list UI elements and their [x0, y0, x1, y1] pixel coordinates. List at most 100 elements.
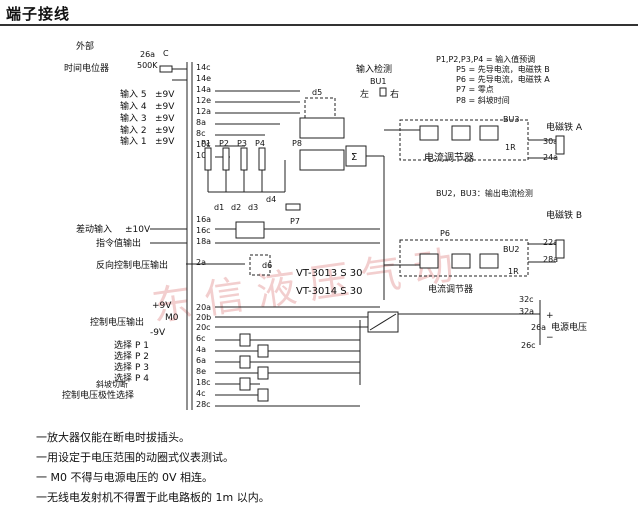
- wiring-diagram: 东 信 液 压 气 动 外部 时间电位器 26a 500K C 14c 14e …: [62, 40, 587, 410]
- regulator-b-box: [399, 239, 529, 277]
- term-26c: 26c: [521, 341, 536, 350]
- diff-input-label: 差动输入: [76, 223, 112, 235]
- bu23-label: BU2，BU3：输出电流检测: [436, 188, 533, 198]
- left-terminals: 14c 14e 14a 12e 12a 8a 8c 10c 10a 16a 16…: [196, 63, 211, 409]
- input-2-label: 输入 2: [120, 124, 147, 136]
- input-3-label: 输入 3: [120, 112, 147, 124]
- model-vt3013: VT-3013 S 30: [296, 268, 363, 279]
- input-pots: P1 P2 P3 P4 d1 d2 d3 d4: [201, 139, 276, 212]
- term-26a: 26a: [531, 323, 546, 332]
- feedback-label: 反向控制电压输出: [96, 259, 168, 271]
- input-detect-label: 输入检测: [356, 63, 392, 75]
- model-vt3014: VT-3014 S 30: [296, 286, 363, 297]
- term-8a: 8a: [196, 118, 206, 127]
- select-2-p: P 2: [135, 352, 149, 362]
- p1-label: P1: [201, 139, 211, 148]
- ext-pot-resistor: [159, 65, 173, 73]
- pot-p3: [240, 147, 248, 171]
- term-28a: 28a: [543, 255, 558, 264]
- input-4-label: 输入 4: [120, 100, 147, 112]
- coil-d3: [239, 355, 251, 369]
- term-16c: 16c: [196, 226, 211, 235]
- term-6c: 6c: [196, 334, 206, 343]
- notes: 一放大器仅能在断电时拔插头。 一用设定于电压范围的动圈式仪表测试。 一 M0 不…: [36, 428, 270, 508]
- legend-5: P8 = 斜坡时间: [456, 95, 510, 105]
- p8-label: P8: [292, 139, 302, 148]
- coil-magnet-a: [555, 135, 565, 155]
- p6-label: P6: [440, 229, 450, 238]
- ramp-block-1: [299, 117, 345, 139]
- reg-b-amp: [419, 253, 439, 269]
- term-22a: 22a: [543, 238, 558, 247]
- r-label-b: 1R: [508, 267, 519, 276]
- note-2: 一用设定于电压范围的动圈式仪表测试。: [36, 451, 234, 464]
- term-18a: 18a: [196, 237, 211, 246]
- bu1-label: BU1: [370, 77, 386, 86]
- term-32c: 32c: [519, 295, 534, 304]
- ramp-cut-label: 斜坡切断: [96, 379, 128, 389]
- d6-label: d6: [262, 261, 272, 270]
- d3-label: d3: [248, 203, 258, 212]
- p7-label: P7: [290, 217, 300, 226]
- reg-a-driver: [479, 125, 499, 141]
- input-4-volt: ±9V: [155, 102, 175, 112]
- p2-label: P2: [219, 139, 229, 148]
- supply-plus: +9V: [152, 301, 172, 311]
- select-4-label: 选择: [114, 372, 132, 384]
- d2-label: d2: [231, 203, 241, 212]
- reg-a-integrator: [451, 125, 471, 141]
- term-10a: 10a: [196, 151, 211, 160]
- term-20b: 20b: [196, 313, 211, 322]
- bu3-label: BU3: [503, 115, 519, 124]
- supply-voltage-label: 电源电压: [551, 321, 587, 333]
- reg-b-driver: [479, 253, 499, 269]
- note-3: 一 M0 不得与电源电压的 0V 相连。: [36, 471, 213, 484]
- select-3-p: P 3: [135, 363, 149, 373]
- diff-amp: [235, 221, 265, 239]
- p3-label: P3: [237, 139, 247, 148]
- term-30a: 30a: [543, 137, 558, 146]
- page-title: 端子接线: [6, 5, 71, 23]
- bu2-label: BU2: [503, 245, 519, 254]
- polarity-label: 控制电压极性选择: [62, 389, 134, 401]
- pot-p2: [222, 147, 230, 171]
- magnet-a-label: 电磁铁 A: [546, 121, 583, 133]
- page-header: 端子接线: [0, 0, 638, 26]
- term-8e: 8e: [196, 367, 206, 376]
- note-1: 一放大器仅能在断电时拔插头。: [36, 431, 190, 444]
- sigma-icon: Σ: [351, 152, 357, 163]
- legend-4: P7 = 零点: [456, 85, 494, 94]
- input-5-label: 输入 5: [120, 88, 147, 100]
- legend-1: P1,P2,P3,P4 = 输入值预调: [436, 54, 535, 64]
- note-4: 一无线电发射机不得置于此电路板的 1m 以内。: [36, 491, 270, 504]
- bu1-jack: [379, 87, 387, 97]
- detect-left: 左: [360, 88, 369, 100]
- term-14c: 14c: [196, 63, 211, 72]
- term-4a: 4a: [196, 345, 206, 354]
- ext-pot-label1: 外部: [76, 40, 94, 52]
- term-14e: 14e: [196, 74, 211, 83]
- term-12e: 12e: [196, 96, 211, 105]
- d4-label: d4: [266, 195, 276, 204]
- term-14a: 14a: [196, 85, 211, 94]
- d6-box: [249, 254, 271, 276]
- cmd-output-label: 指令值输出: [96, 237, 141, 249]
- term-16a: 16a: [196, 215, 211, 224]
- pot-legend: P1,P2,P3,P4 = 输入值预调 P5 = 先导电流，电磁铁 B P6 =…: [436, 54, 550, 105]
- term-20c: 20c: [196, 323, 211, 332]
- ext-pot-res: 500K: [137, 61, 158, 70]
- coil-d4: [257, 366, 269, 380]
- ramp-block-2: [299, 149, 345, 171]
- input-3-volt: ±9V: [155, 114, 175, 124]
- ext-pot-c: C: [163, 49, 169, 58]
- d5-label: d5: [312, 88, 322, 97]
- d1-label: d1: [214, 203, 224, 212]
- term-28c: 28c: [196, 400, 211, 409]
- select-2-label: 选择: [114, 350, 132, 362]
- regulator-b-label: 电流调节器: [428, 283, 473, 295]
- pot-p1: [204, 147, 212, 171]
- term-8c: 8c: [196, 129, 206, 138]
- coil-d5: [239, 377, 251, 391]
- input-labels: 输入 5 ±9V 输入 4 ±9V 输入 3 ±9V 输入 2 ±9V 输入 1…: [120, 88, 175, 147]
- select-1-p: P 1: [135, 341, 149, 351]
